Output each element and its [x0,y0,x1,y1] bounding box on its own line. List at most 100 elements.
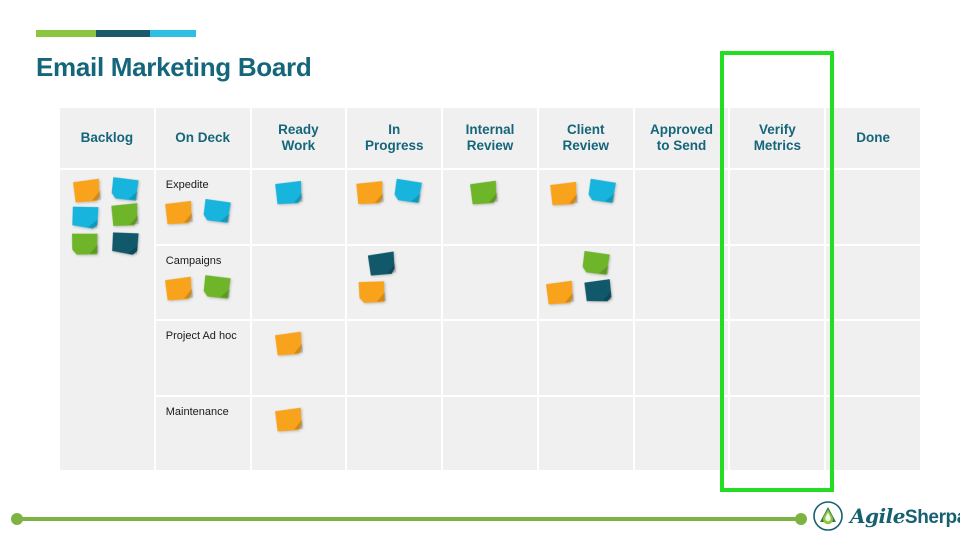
cell-campaigns-ready-work[interactable] [251,245,346,319]
cell-backlog[interactable] [60,170,154,470]
footer-rule [17,517,801,521]
sticky-note-cyan[interactable] [203,199,231,223]
cell-campaigns-approved-to-send[interactable] [634,245,729,319]
column-header-line2: Review [466,138,514,153]
cell-expedite-client-review[interactable] [538,170,633,244]
cell-project-ad-hoc-on-deck[interactable]: Project Ad hoc [155,321,250,395]
cell-project-ad-hoc-verify-metrics[interactable] [730,321,825,395]
cell-project-ad-hoc-internal-review[interactable] [443,321,537,395]
cell-campaigns-on-deck[interactable]: Campaigns [155,245,250,319]
sticky-note-cyan[interactable] [275,181,303,205]
column-header-line1: In [388,122,401,138]
cell-maintenance-verify-metrics[interactable] [730,396,825,470]
page-title: Email Marketing Board [36,52,312,82]
cell-expedite-verify-metrics[interactable] [730,170,825,244]
sticky-note-teal[interactable] [584,279,611,303]
cell-project-ad-hoc-client-review[interactable] [538,321,633,395]
column-header-line1: Approved [650,122,714,138]
sticky-note-orange[interactable] [550,182,578,206]
column-header-label: On Deck [175,130,231,146]
sticky-note-teal[interactable] [368,251,396,276]
sticky-note-orange[interactable] [165,276,193,301]
column-header-line1: Client [567,122,605,138]
sticky-note-cyan[interactable] [71,205,99,229]
decorative-tribar [36,30,196,37]
sticky-note-green[interactable] [203,275,230,299]
sticky-note-orange[interactable] [274,332,302,357]
cell-campaigns-in-progress[interactable] [347,245,442,319]
cell-campaigns-internal-review[interactable] [443,245,537,319]
swimlane-label-expedite: Expedite [165,179,209,191]
tribar-segment-teal [96,30,150,37]
column-header-backlog[interactable]: Backlog [60,108,154,168]
swimlane-label-project-ad-hoc: Project Ad hoc [165,330,237,342]
column-header-label: Done [856,130,890,146]
sticky-note-orange[interactable] [274,407,302,432]
sticky-note-cyan[interactable] [394,179,422,204]
sticky-note-orange[interactable] [357,181,384,205]
sticky-note-orange[interactable] [546,280,574,305]
column-header-label: Backlog [80,130,134,146]
column-header-line2: to Send [656,138,707,153]
tribar-segment-cyan [150,30,196,37]
column-header-line2: Progress [364,138,424,153]
column-header-on-deck[interactable]: On Deck [155,108,250,168]
cell-campaigns-verify-metrics[interactable] [730,245,825,319]
cell-project-ad-hoc-done[interactable] [826,321,920,395]
cell-maintenance-client-review[interactable] [538,396,633,470]
sticky-note-green[interactable] [470,181,498,206]
cell-expedite-done[interactable] [826,170,920,244]
sticky-note-orange[interactable] [73,179,101,204]
footer-dot-right [795,513,807,525]
cell-maintenance-on-deck[interactable]: Maintenance [155,396,250,470]
column-header-done[interactable]: Done [826,108,920,168]
sticky-note-cyan[interactable] [111,177,138,201]
cell-maintenance-approved-to-send[interactable] [634,396,729,470]
swimlane-label-campaigns: Campaigns [165,254,222,267]
cell-maintenance-ready-work[interactable] [251,396,346,470]
cell-project-ad-hoc-ready-work[interactable] [251,321,346,395]
agilesherpas-logo: Agile Sherpas [812,500,960,532]
column-header-line2: Metrics [753,138,801,153]
cell-expedite-on-deck[interactable]: Expedite [155,170,250,244]
cell-expedite-in-progress[interactable] [347,170,442,244]
sticky-note-green[interactable] [582,250,610,274]
sticky-note-cyan[interactable] [588,179,616,204]
sticky-note-green[interactable] [71,232,98,255]
cell-campaigns-client-review[interactable] [538,245,633,319]
mountain-droplet-icon [812,500,844,532]
column-header-line1: Verify [758,122,796,138]
swimlane-label-maintenance: Maintenance [165,405,229,418]
sticky-note-green[interactable] [111,203,138,227]
column-header-line2: Review [562,138,610,153]
cell-expedite-ready-work[interactable] [251,170,346,244]
cell-maintenance-internal-review[interactable] [443,396,537,470]
cell-project-ad-hoc-approved-to-send[interactable] [634,321,729,395]
column-header-line1: Ready [278,122,319,138]
sticky-note-teal[interactable] [111,231,139,256]
sticky-note-orange[interactable] [165,201,193,225]
cell-project-ad-hoc-in-progress[interactable] [347,321,442,395]
cell-expedite-internal-review[interactable] [443,170,537,244]
cell-maintenance-in-progress[interactable] [347,396,442,470]
cell-expedite-approved-to-send[interactable] [634,170,729,244]
cell-maintenance-done[interactable] [826,396,920,470]
sticky-note-orange[interactable] [358,279,386,303]
cell-campaigns-done[interactable] [826,245,920,319]
column-header-line2: Work [281,138,316,153]
brand-agile-text: Agile [850,503,905,528]
brand-sherpas-text: Sherpas [904,506,960,528]
